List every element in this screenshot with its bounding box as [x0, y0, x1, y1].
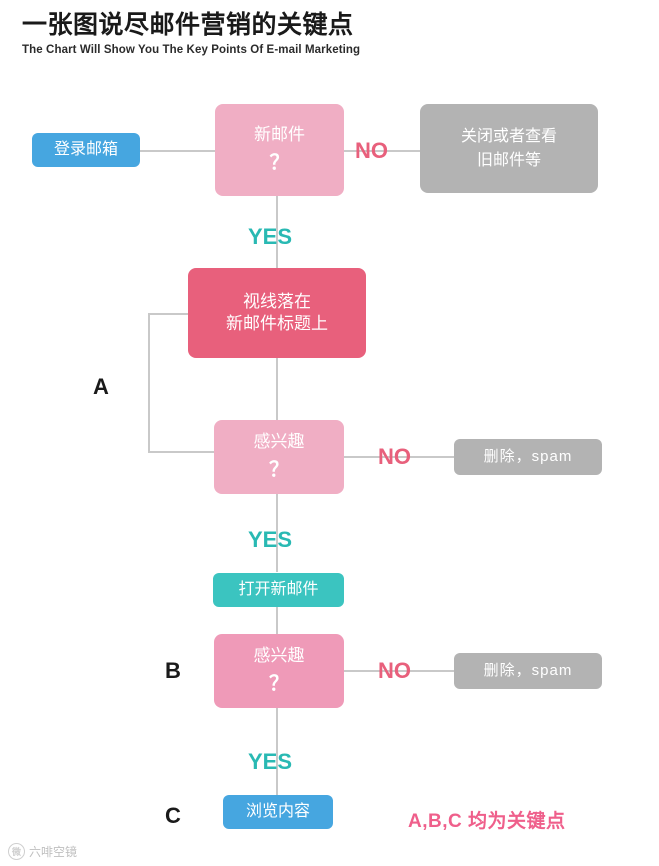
watermark: 微 六啡空镜 [8, 843, 77, 860]
node-close-or-view-line2: 旧邮件等 [476, 151, 541, 169]
node-open-new-mail[interactable]: 打开新邮件 [213, 573, 344, 607]
node-open-new-mail-label: 打开新邮件 [238, 580, 319, 598]
node-browse-content-label: 浏览内容 [245, 802, 310, 820]
node-gaze-line2: 新邮件标题上 [226, 314, 328, 333]
label-no-3: NO [378, 658, 411, 683]
label-no-2: NO [378, 444, 411, 469]
page-subtitle: The Chart Will Show You The Key Points O… [22, 44, 361, 56]
node-new-mail-decision[interactable]: 新邮件 ？ [215, 104, 344, 196]
node-delete-spam-b-label: 删除，spam [483, 662, 573, 680]
label-no-1: NO [355, 138, 388, 163]
footnote: A,B,C 均为关键点 [408, 811, 566, 832]
node-gaze-on-title[interactable]: 视线落在 新邮件标题上 [188, 268, 366, 358]
node-delete-spam-b[interactable]: 删除，spam [454, 653, 602, 689]
marker-a: A [93, 374, 109, 399]
node-interest-b-label: 感兴趣 [253, 646, 305, 666]
node-login-label: 登录邮箱 [53, 140, 118, 158]
node-login-mailbox[interactable]: 登录邮箱 [32, 133, 140, 167]
marker-b: B [165, 658, 181, 683]
node-interest-a-decision[interactable]: 感兴趣 ？ [214, 420, 344, 494]
node-new-mail-question: ？ [269, 151, 290, 174]
page-title: 一张图说尽邮件营销的关键点 [22, 11, 354, 39]
connector-interesta-to-openmail [276, 494, 278, 572]
watermark-text: 六啡空镜 [29, 845, 78, 859]
weibo-logo-icon: 微 [8, 843, 25, 860]
node-close-or-view-line1: 关闭或者查看 [460, 127, 557, 145]
connector-newmail-to-gaze [276, 196, 278, 268]
bracket-a-loop [148, 313, 216, 453]
label-yes-1: YES [248, 224, 293, 249]
node-interest-b-question: ？ [269, 672, 289, 695]
marker-c: C [165, 803, 181, 828]
node-close-or-view-old[interactable]: 关闭或者查看 旧邮件等 [420, 104, 598, 193]
connector-interesta-to-delete [344, 456, 454, 458]
connector-interestb-to-delete [344, 670, 454, 672]
connector-newmail-to-close [344, 150, 420, 152]
node-delete-spam-a[interactable]: 删除，spam [454, 439, 602, 475]
connector-login-to-newmail [140, 150, 215, 152]
node-gaze-line1: 视线落在 [243, 291, 311, 311]
node-interest-b-decision[interactable]: 感兴趣 ？ [214, 634, 344, 708]
node-new-mail-label: 新邮件 [254, 125, 305, 145]
connector-interestb-to-browse [276, 708, 278, 795]
node-interest-a-question: ？ [269, 458, 289, 481]
node-delete-spam-a-label: 删除，spam [483, 448, 573, 466]
header: 一张图说尽邮件营销的关键点 The Chart Will Show You Th… [22, 10, 622, 56]
node-browse-content[interactable]: 浏览内容 [223, 795, 333, 829]
label-yes-3: YES [248, 749, 293, 774]
label-yes-2: YES [248, 527, 293, 552]
node-interest-a-label: 感兴趣 [253, 432, 305, 452]
connector-gaze-to-interesta [276, 358, 278, 420]
connector-openmail-to-interestb [276, 607, 278, 634]
